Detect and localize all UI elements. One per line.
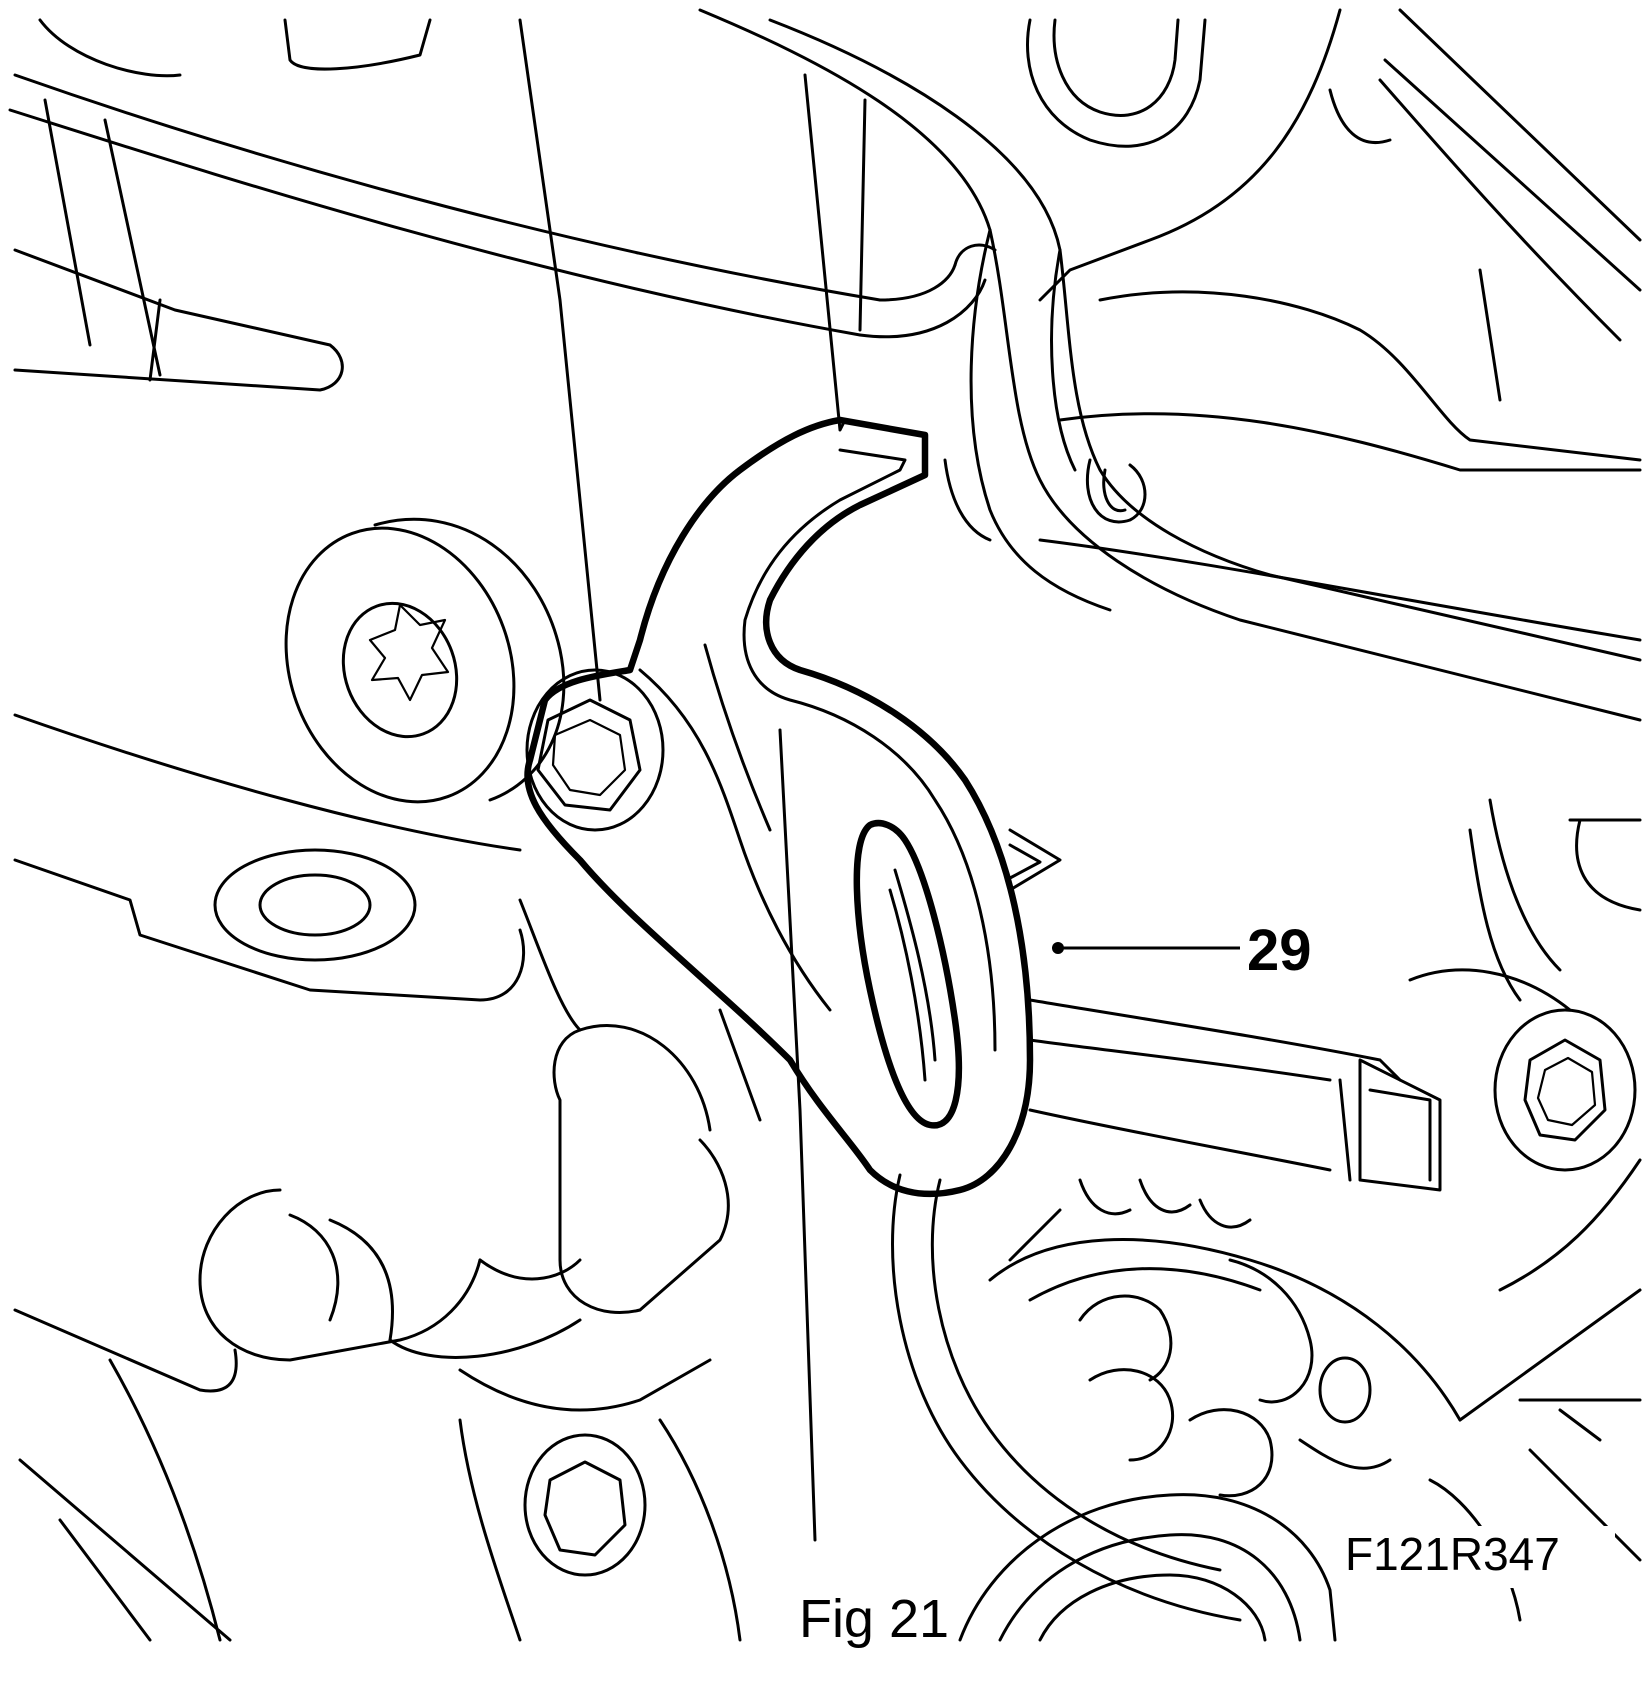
gear-wheel [891, 1173, 1642, 1622]
top-right-hub [1026, 8, 1642, 642]
figure-caption: Fig 21 [798, 1589, 950, 1649]
torx-bolt [284, 517, 566, 804]
bottom-pulley [958, 1493, 1337, 1642]
hex-bolt-bracket [525, 668, 665, 832]
callout-number: 29 [1247, 918, 1312, 983]
top-pipe [8, 73, 997, 339]
top-left-casting [13, 18, 602, 702]
curved-tube [698, 8, 1642, 722]
right-casting [1028, 798, 1642, 1292]
hex-bolt-lower-left [458, 1358, 742, 1642]
upper-tube-clip [943, 458, 1147, 542]
sensor-cylinder [198, 1024, 730, 1362]
reference-code: F121R347 [1345, 1528, 1560, 1580]
callout-29: 29 [1052, 918, 1312, 983]
reference-code-group: F121R347 [1340, 1526, 1615, 1588]
bracket-29 [524, 416, 1062, 1198]
left-casting [13, 713, 582, 1642]
